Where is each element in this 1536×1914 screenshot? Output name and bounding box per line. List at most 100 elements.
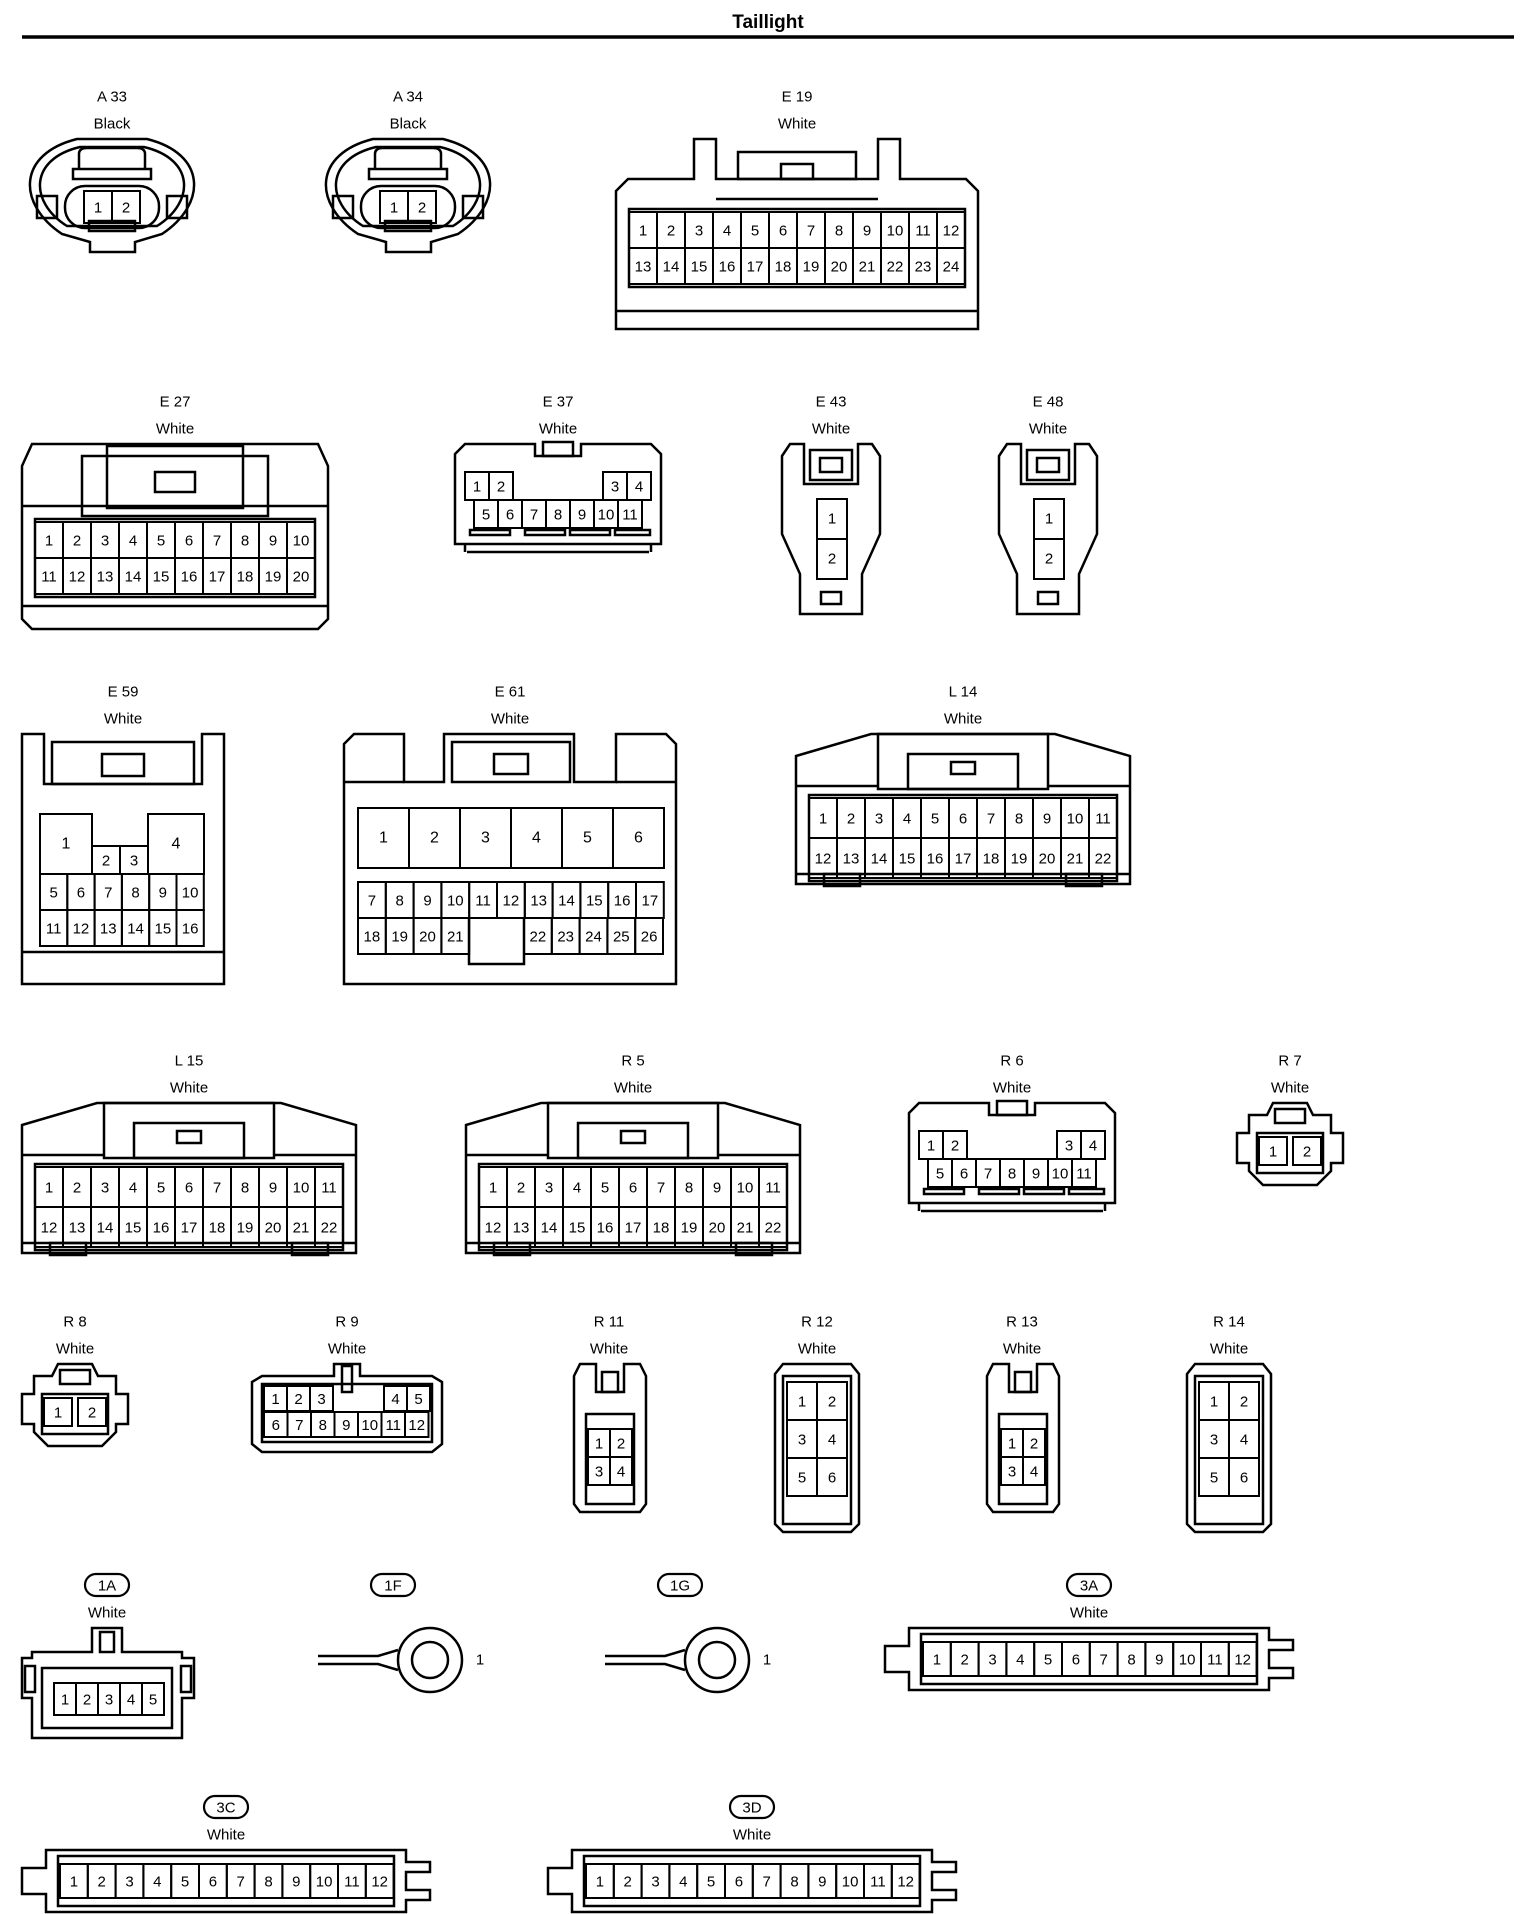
pin-cell <box>1292 1136 1322 1166</box>
pin-number: 16 <box>153 1220 170 1237</box>
pin-cell <box>141 1682 165 1716</box>
pin-number: 2 <box>667 223 675 240</box>
connector-id: R 11 <box>594 1314 625 1331</box>
connector-id: R 6 <box>1000 1053 1023 1070</box>
pin-number: 1 <box>596 1874 604 1891</box>
pin-number: 10 <box>182 885 199 902</box>
housing-outline <box>250 1362 444 1454</box>
pin-number: 1 <box>476 1652 484 1669</box>
connector-color: White <box>1003 1341 1041 1358</box>
pin-number: 7 <box>1100 1652 1108 1669</box>
pin-number: 10 <box>447 893 464 910</box>
connector-id: 3A <box>1080 1578 1098 1595</box>
pin-number: 2 <box>847 811 855 828</box>
pin-number: 13 <box>635 259 652 276</box>
pin-number: 2 <box>122 200 130 217</box>
pin-number: 5 <box>149 1692 157 1709</box>
housing-outline <box>985 1362 1061 1514</box>
pin-field <box>584 1412 636 1506</box>
pin-number: 1 <box>271 1391 279 1408</box>
pin-number: 11 <box>870 1874 886 1891</box>
pin-number: 6 <box>960 1166 968 1183</box>
pin-number: 22 <box>1095 851 1112 868</box>
pin-number: 4 <box>1016 1652 1024 1669</box>
pin-number: 15 <box>569 1220 586 1237</box>
key-bar <box>523 528 567 537</box>
pin-number: 4 <box>153 1874 161 1891</box>
connector-id-bubble <box>1065 1572 1113 1598</box>
pin-number: 4 <box>129 533 137 550</box>
latch <box>1013 1370 1033 1394</box>
pin-number: 6 <box>1240 1470 1248 1487</box>
pin-number: 8 <box>396 893 404 910</box>
pin-cell <box>890 1863 921 1899</box>
pin-field <box>40 1392 110 1436</box>
pin-number: 16 <box>927 851 944 868</box>
housing-outline <box>453 442 663 546</box>
pin-number: 10 <box>316 1874 333 1891</box>
connector-id-bubble <box>656 1572 704 1598</box>
pin-number: 5 <box>601 1180 609 1197</box>
connector-color: Black <box>390 116 427 133</box>
pin-number: 12 <box>485 1220 502 1237</box>
pin-number: 4 <box>828 1432 836 1449</box>
pin-number: 3 <box>545 1180 553 1197</box>
pin-number: 7 <box>237 1874 245 1891</box>
connector-color: White <box>328 1341 366 1358</box>
pin-number: 14 <box>541 1220 558 1237</box>
pin-number: 9 <box>578 507 586 524</box>
latch <box>450 740 572 784</box>
pin-number: 1 <box>473 479 481 496</box>
connector-id: E 19 <box>782 89 813 106</box>
connector-color: White <box>491 711 529 728</box>
key-bar <box>568 528 612 537</box>
pin-number: 19 <box>803 259 820 276</box>
pin-number: 2 <box>1030 1436 1038 1453</box>
pin-cell <box>816 538 848 580</box>
connector-id: E 27 <box>160 394 191 411</box>
pin-cell <box>612 807 665 869</box>
pin-number: 22 <box>765 1220 782 1237</box>
latch-center <box>175 1129 203 1145</box>
pin-number: 19 <box>237 1220 254 1237</box>
pin-field <box>781 1374 853 1526</box>
pin-number: 8 <box>1015 811 1023 828</box>
pin-number: 3 <box>130 853 138 870</box>
pin-number: 9 <box>818 1874 826 1891</box>
key-bar <box>922 1187 966 1196</box>
pin-number: 17 <box>642 893 659 910</box>
pin-number: 14 <box>871 851 888 868</box>
pin-cell <box>1227 1641 1258 1677</box>
connector-id: R 13 <box>1006 1314 1038 1331</box>
pin-number: 2 <box>98 1874 106 1891</box>
pin-number: 12 <box>1234 1652 1251 1669</box>
pin-number: 12 <box>41 1220 58 1237</box>
pin-number: 7 <box>213 533 221 550</box>
pin-cell <box>1228 1457 1260 1497</box>
pin-number: 23 <box>915 259 932 276</box>
pin-number: 5 <box>49 885 57 902</box>
ring-terminal <box>683 1626 751 1694</box>
pin-number: 3 <box>101 1180 109 1197</box>
latch <box>105 444 245 510</box>
latch <box>71 167 153 181</box>
pin-number: 21 <box>447 929 464 946</box>
pin-number: 6 <box>77 885 85 902</box>
wire <box>318 1662 399 1672</box>
pin-number: 1 <box>927 1138 935 1155</box>
side-key <box>23 1664 37 1694</box>
pin-number: 13 <box>97 569 114 586</box>
pin-number: 5 <box>751 223 759 240</box>
housing-outline <box>907 1101 1117 1205</box>
pin-number: 6 <box>272 1417 280 1434</box>
pin-number: 10 <box>737 1180 754 1197</box>
housing-outline <box>20 732 226 986</box>
pin-number: 11 <box>385 1417 401 1434</box>
housing-outline <box>614 137 980 331</box>
